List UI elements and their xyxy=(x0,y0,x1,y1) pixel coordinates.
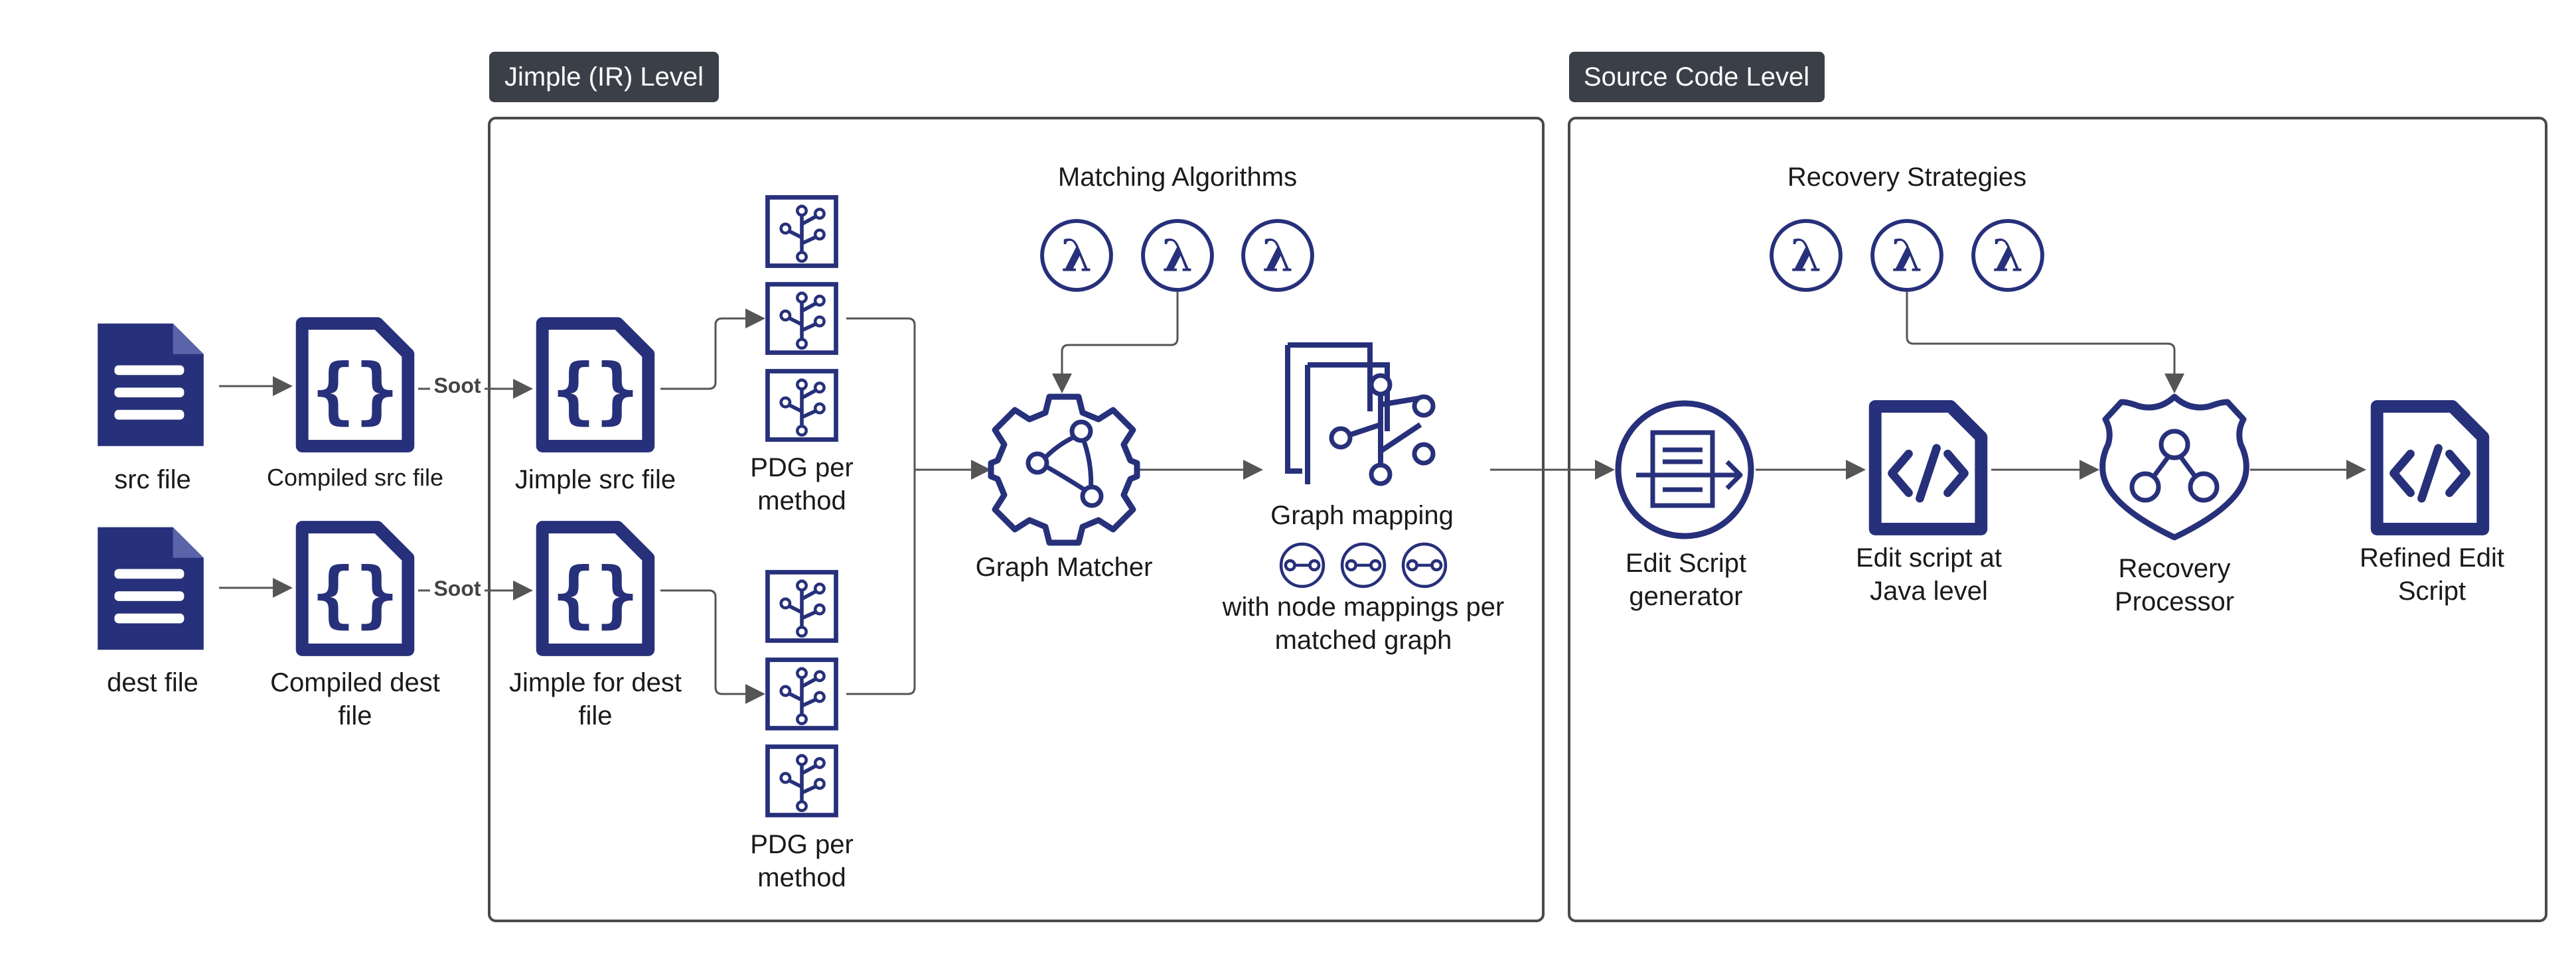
edit-script-java-node: Edit script at Java level xyxy=(1856,407,2002,606)
graph-mapping-label: Graph mapping xyxy=(1270,501,1454,530)
graph-mapping-node: Graph mapping with node mappings per mat… xyxy=(1222,342,1505,655)
recovery-processor-label-line2: Processor xyxy=(2115,587,2234,616)
source-level-tag-text: Source Code Level xyxy=(1584,62,1809,92)
edit-script-generator-label-line1: Edit Script xyxy=(1626,549,1746,578)
code-file-icon xyxy=(2377,407,2483,529)
compiled-src-label: Compiled src file xyxy=(267,464,443,491)
tree-graph-icon xyxy=(767,197,836,265)
lambda-icon xyxy=(1243,221,1312,290)
soot-label-top: Soot xyxy=(433,374,481,397)
braces-file-icon xyxy=(302,324,408,447)
code-file-icon xyxy=(1875,407,1981,529)
graph-matcher-node: Graph Matcher xyxy=(976,393,1153,582)
document-icon xyxy=(98,527,204,650)
jimple-dest-label-line2: file xyxy=(578,701,612,730)
dest-file-label: dest file xyxy=(107,668,198,697)
refined-edit-script-label-line1: Refined Edit xyxy=(2360,543,2504,573)
recovery-strategies-title: Recovery Strategies xyxy=(1787,163,2026,192)
braces-file-icon xyxy=(302,527,408,650)
refined-edit-script-node: Refined Edit Script xyxy=(2360,407,2504,606)
matching-algorithms-title: Matching Algorithms xyxy=(1058,163,1297,192)
source-level-tag xyxy=(1569,52,1825,102)
tree-graph-icon xyxy=(767,371,836,439)
jimple-src-node: Jimple src file xyxy=(515,324,676,494)
pdg-bottom-node: PDG per method xyxy=(750,572,854,892)
graph-mapping-sublabel-line2: matched graph xyxy=(1275,626,1452,655)
compiled-dest-label-line2: file xyxy=(338,701,372,730)
jimple-dest-node: Jimple for dest file xyxy=(509,527,682,730)
pdg-bottom-label-line2: method xyxy=(757,863,846,892)
recovery-strategies-group: Recovery Strategies xyxy=(1772,163,2042,290)
script-generator-icon xyxy=(1615,400,1754,539)
src-file-node: src file xyxy=(98,323,204,494)
lambda-icon xyxy=(1872,221,1941,290)
stacked-graph-icon xyxy=(1285,342,1436,486)
ir-level-tag-text: Jimple (IR) Level xyxy=(504,62,704,92)
pdg-top-label-line2: method xyxy=(757,486,846,516)
braces-file-icon xyxy=(542,527,648,650)
refined-edit-script-label-line2: Script xyxy=(2398,577,2466,606)
dest-file-node: dest file xyxy=(98,527,204,697)
compiled-src-node: Compiled src file xyxy=(267,324,443,491)
document-icon xyxy=(98,323,204,447)
gear-graph-icon xyxy=(988,393,1140,546)
recovery-processor-label-line1: Recovery xyxy=(2119,554,2231,583)
node-mapping-icon xyxy=(1342,544,1385,586)
compiled-dest-node: Compiled dest file xyxy=(270,527,440,730)
node-mapping-icon xyxy=(1403,544,1446,586)
src-file-label: src file xyxy=(114,465,191,494)
tree-graph-icon xyxy=(767,572,836,640)
lambda-icon xyxy=(1772,221,1841,290)
node-mapping-icon xyxy=(1281,544,1324,586)
tree-graph-icon xyxy=(767,659,836,728)
connectors xyxy=(219,292,2366,704)
edit-script-java-label-line1: Edit script at xyxy=(1856,543,2002,573)
lambda-icon xyxy=(1042,221,1111,290)
pdg-top-node: PDG per method xyxy=(750,197,854,516)
source-level-frame xyxy=(1568,117,2547,922)
ir-level-frame xyxy=(488,117,1545,922)
jimple-src-label: Jimple src file xyxy=(515,465,676,494)
braces-file-icon xyxy=(542,324,648,447)
edit-script-generator-label-line2: generator xyxy=(1629,582,1742,611)
pdg-top-label-line1: PDG per xyxy=(750,453,854,482)
jimple-dest-label-line1: Jimple for dest xyxy=(509,668,682,697)
graph-matcher-label: Graph Matcher xyxy=(976,553,1153,582)
soot-label-bottom: Soot xyxy=(433,577,481,600)
matching-algorithms-group: Matching Algorithms xyxy=(1042,163,1312,290)
tree-graph-icon xyxy=(767,284,836,352)
recovery-processor-node: Recovery Processor xyxy=(2099,393,2249,616)
edit-script-generator-node: Edit Script generator xyxy=(1615,400,1754,611)
graph-mapping-sublabel-line1: with node mappings per xyxy=(1222,592,1505,622)
lambda-icon xyxy=(1973,221,2042,290)
compiled-dest-label-line1: Compiled dest xyxy=(270,668,440,697)
shield-graph-icon xyxy=(2099,393,2249,541)
pdg-bottom-label-line1: PDG per xyxy=(750,830,854,859)
lambda-icon xyxy=(1143,221,1212,290)
edit-script-java-label-line2: Java level xyxy=(1870,577,1988,606)
tree-graph-icon xyxy=(767,746,836,815)
ir-level-tag xyxy=(489,52,719,102)
